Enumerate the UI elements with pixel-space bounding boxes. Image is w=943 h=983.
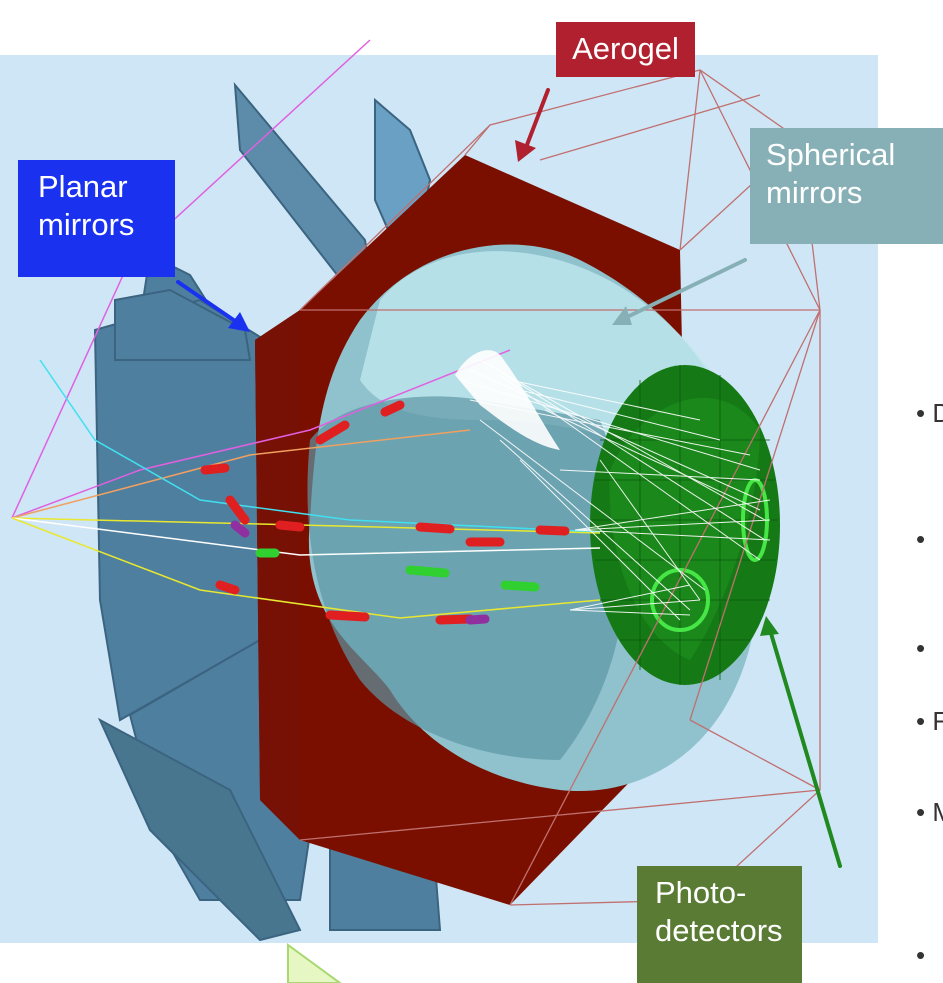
planar-arrowhead [228, 312, 250, 332]
spherical-arrowhead [612, 306, 632, 325]
spherical-label-line2: mirrors [766, 175, 863, 210]
spherical-arrow [623, 258, 747, 320]
planar-arrow [176, 280, 240, 325]
photodetectors-label: Photo- detectors [637, 866, 802, 983]
photodetector-arrowhead [760, 616, 779, 636]
bullet-item: • [916, 524, 926, 554]
bullet-item: • F [916, 706, 943, 736]
aerogel-label: Aerogel [556, 22, 695, 77]
hit-markers [200, 400, 570, 625]
bullet-item: • D [916, 398, 943, 428]
aerogel-arrow [523, 88, 550, 152]
photo-label-line1: Photo- [655, 875, 747, 910]
callout-arrow-shape [287, 943, 342, 983]
planar-label-line1: Planar [38, 169, 128, 204]
planar-mirrors [93, 81, 442, 942]
planar-label-line2: mirrors [38, 207, 135, 242]
callout-arrows [176, 88, 842, 868]
photon-cloud [455, 350, 560, 450]
aerogel-label-text: Aerogel [572, 31, 679, 66]
planar-mirrors-label: Planar mirrors [18, 160, 175, 277]
spherical-label-line1: Spherical [766, 137, 896, 172]
bullet-item: • M [916, 797, 943, 827]
photodetector-arrow [768, 628, 842, 868]
bullet-item: • [916, 633, 926, 663]
aerogel-arrowhead [515, 140, 536, 162]
photo-label-line2: detectors [655, 913, 783, 948]
bullet-item: • [916, 940, 926, 970]
spherical-mirrors-label: Spherical mirrors [750, 128, 943, 244]
